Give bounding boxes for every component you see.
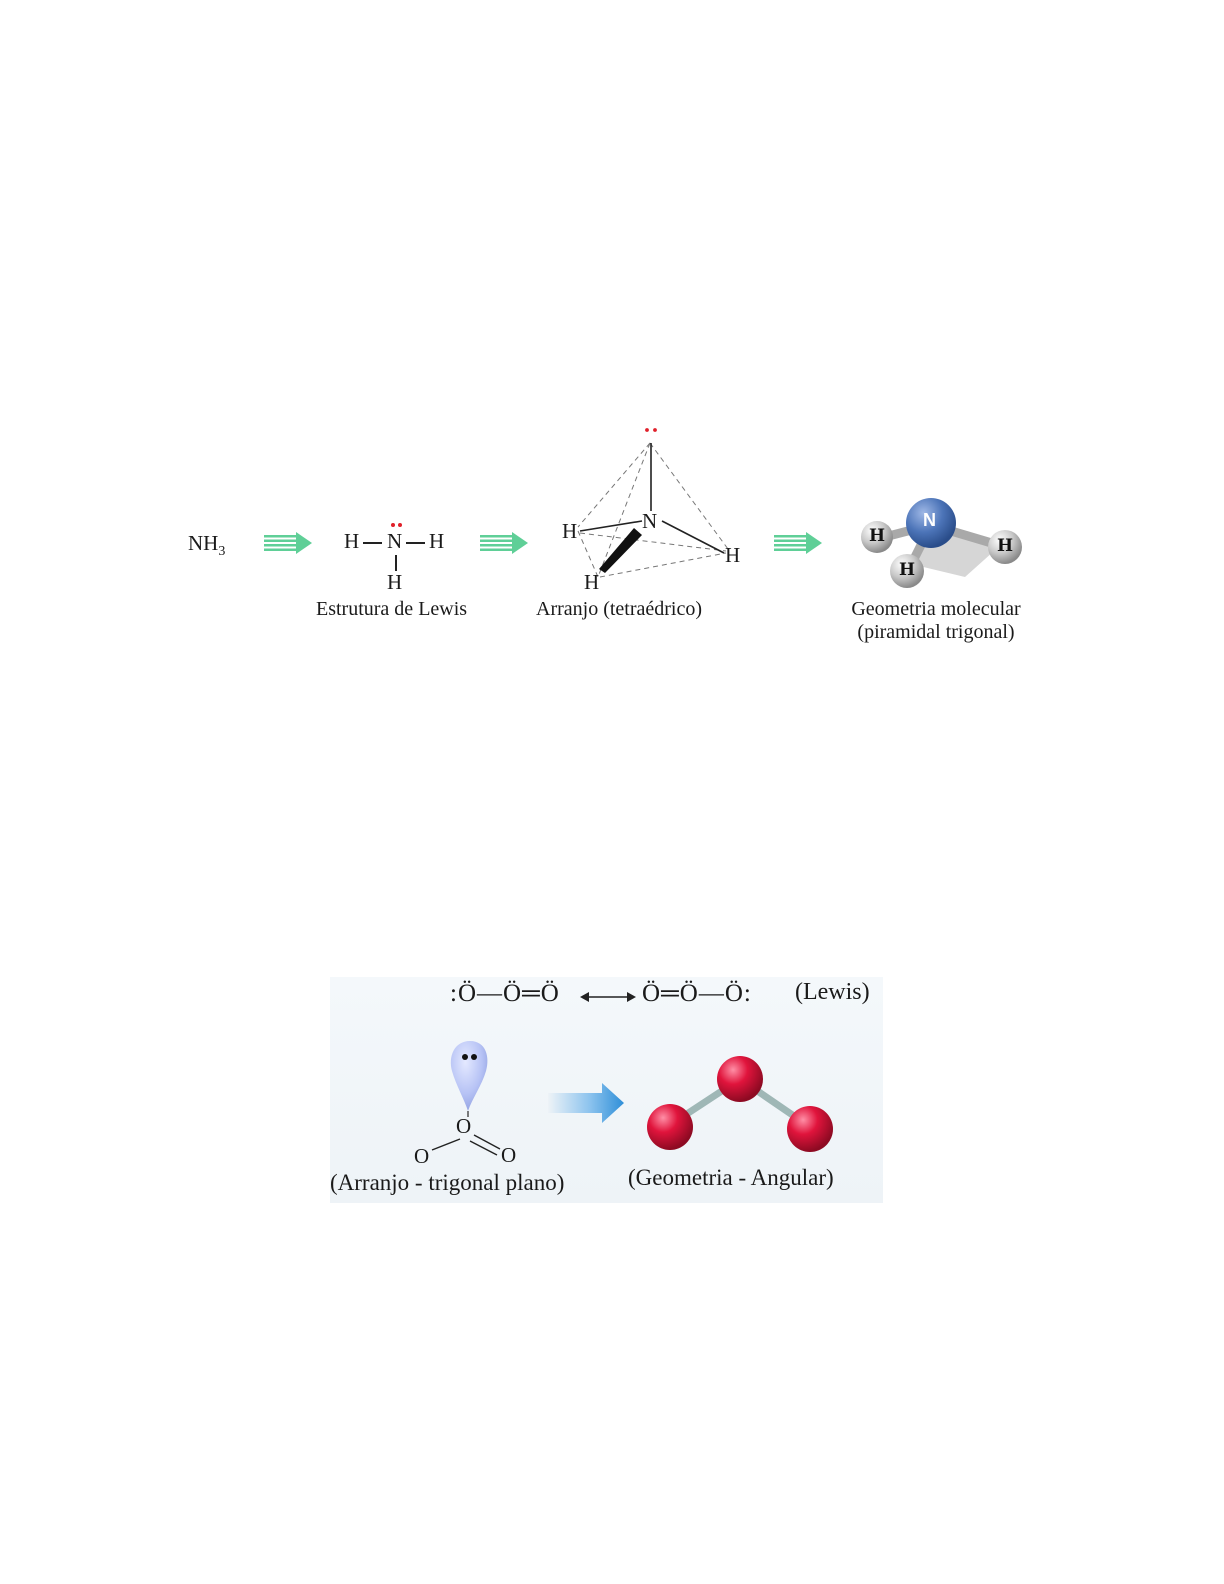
atom-h: H — [429, 529, 444, 554]
geometry-caption-line1: Geometria molecular — [846, 598, 1026, 621]
ozone-lewis-left: :Ö—Ö═Ö — [450, 980, 560, 1008]
lone-pair-dot — [645, 428, 649, 432]
double-arrow-icon — [580, 989, 636, 1005]
bond-line — [395, 555, 397, 571]
atom-o: O — [501, 1143, 516, 1168]
ozone-ball-model — [642, 1055, 842, 1155]
formula-main: NH — [188, 531, 218, 555]
nh3-formula: NH3 — [188, 531, 225, 560]
atom-h: H — [562, 519, 577, 544]
arrow-right-icon — [480, 532, 530, 554]
atom-n-label: N — [923, 510, 936, 531]
atom-h: H — [387, 570, 402, 595]
trigonal-planar-arrangement — [390, 1037, 540, 1167]
atom-n: N — [387, 529, 402, 554]
nh3-lewis-structure: H N H H — [342, 515, 462, 595]
atom-h-label: H — [997, 536, 1013, 556]
atom-h: H — [344, 529, 359, 554]
atom-o: O — [414, 1144, 429, 1169]
lone-pair-dot — [653, 428, 657, 432]
ozone-geometry-caption: (Geometria - Angular) — [628, 1165, 834, 1191]
atom-o: O — [456, 1114, 471, 1139]
atom-n: N — [642, 509, 657, 534]
tetrahedral-arrangement — [550, 415, 750, 600]
formula-subscript: 3 — [218, 544, 225, 559]
atom-h: H — [725, 543, 740, 568]
lone-pair-icon — [390, 522, 404, 528]
ozone-figure: :Ö—Ö═Ö Ö═Ö—Ö: (Lewis) O O O — [330, 977, 883, 1203]
arrangement-caption: Arranjo (tetraédrico) — [536, 598, 702, 621]
arrow-right-icon — [548, 1083, 628, 1123]
atom-h: H — [584, 570, 599, 595]
ozone-lewis-right: Ö═Ö—Ö: — [642, 980, 752, 1008]
atom-h-label: H — [899, 560, 915, 580]
ozone-arrangement-caption: (Arranjo - trigonal plano) — [330, 1170, 564, 1196]
geometry-caption-line2: (piramidal trigonal) — [846, 621, 1026, 644]
lewis-tag: (Lewis) — [795, 979, 870, 1006]
arrow-right-icon — [264, 532, 314, 554]
bond-line — [406, 542, 425, 544]
lewis-caption: Estrutura de Lewis — [316, 598, 467, 621]
nh3-figure: NH3 H N H H Estrutura — [170, 415, 1050, 655]
atom-h-label: H — [869, 526, 885, 546]
bond-line — [363, 542, 382, 544]
geometry-caption: Geometria molecular (piramidal trigonal) — [846, 598, 1026, 644]
arrow-right-icon — [774, 532, 824, 554]
